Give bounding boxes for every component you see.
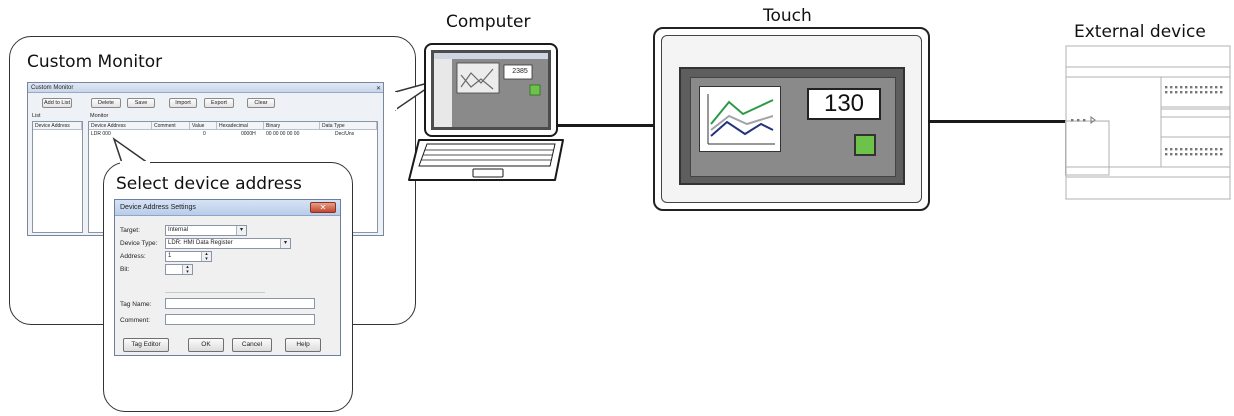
spin-arrows-icon[interactable]: ▴▾ <box>182 265 192 274</box>
bit-label: Bit: <box>120 266 130 273</box>
close-icon[interactable]: ✕ <box>310 202 336 213</box>
ok-button[interactable]: OK <box>188 338 224 352</box>
device-address-dialog-title: Device Address Settings <box>120 204 196 211</box>
bit-stepper[interactable]: ▴▾ <box>165 264 193 275</box>
column-header-device-address[interactable]: Device Address <box>89 122 152 130</box>
device-address-dialog-titlebar: Device Address Settings ✕ <box>115 200 340 216</box>
touch-value: 130 <box>823 90 865 117</box>
custom-monitor-window-title: Custom Monitor <box>31 85 74 91</box>
custom-monitor-title: Custom Monitor <box>27 52 163 72</box>
monitor-label: Monitor <box>90 113 109 119</box>
tag-editor-button[interactable]: Tag Editor <box>123 338 169 352</box>
address-stepper[interactable]: 1 ▴▾ <box>165 251 212 262</box>
target-label: Target: <box>120 227 140 234</box>
column-header-binary[interactable]: Binary <box>264 122 320 130</box>
device-type-select[interactable]: LDR: HMI Data Register ▾ <box>165 238 291 249</box>
chevron-down-icon[interactable]: ▾ <box>236 226 246 235</box>
touch-label: Touch <box>763 6 812 26</box>
tag-name-field[interactable] <box>165 298 315 309</box>
cell-data-type: Dec/Uns <box>335 131 355 137</box>
device-address-callout-pointer <box>112 137 151 165</box>
device-type-value: LDR: HMI Data Register <box>168 240 233 246</box>
add-to-list-button[interactable]: Add to List <box>42 98 72 108</box>
column-header-data-type[interactable]: Data Type <box>320 122 377 130</box>
device-address-title: Select device address <box>116 174 302 194</box>
save-button[interactable]: Save <box>127 98 155 108</box>
delete-button[interactable]: Delete <box>91 98 121 108</box>
laptop-screen-value: 2385 <box>512 68 528 75</box>
touch-value-display: 130 <box>807 88 881 120</box>
column-header-hexadecimal[interactable]: Hexadecimal <box>217 122 264 130</box>
comment-field[interactable] <box>165 314 315 325</box>
plc-icon <box>1065 45 1231 200</box>
cell-device-address: LDR 000 <box>91 131 111 137</box>
cable-touch-to-external <box>928 120 1068 123</box>
cell-binary: 00 00 00 00 00 <box>266 131 300 137</box>
device-type-label: Device Type: <box>120 240 158 247</box>
list-column-header[interactable]: Device Address <box>33 122 82 130</box>
spin-arrows-icon[interactable]: ▴▾ <box>201 252 211 261</box>
export-button[interactable]: Export <box>204 98 234 108</box>
clear-button[interactable]: Clear <box>247 98 275 108</box>
cancel-button[interactable]: Cancel <box>232 338 272 352</box>
import-button[interactable]: Import <box>169 98 197 108</box>
custom-monitor-window-titlebar: Custom Monitor ✕ <box>28 83 383 93</box>
cable-computer-to-touch <box>557 124 657 127</box>
column-header-comment[interactable]: Comment <box>152 122 190 130</box>
tag-name-label: Tag Name: <box>120 301 152 308</box>
cell-hexadecimal: 0000H <box>241 131 256 137</box>
target-select[interactable]: Internal ▾ <box>165 225 247 236</box>
touch-panel-frame <box>653 27 930 211</box>
chevron-down-icon[interactable]: ▾ <box>280 239 290 248</box>
laptop-icon <box>408 43 564 181</box>
list-label: List <box>32 113 41 119</box>
list-pane[interactable]: Device Address <box>32 121 83 233</box>
computer-label: Computer <box>446 12 531 32</box>
address-value: 1 <box>168 253 172 259</box>
column-header-value[interactable]: Value <box>190 122 217 130</box>
target-value: Internal <box>168 227 189 233</box>
address-label: Address: <box>120 253 146 260</box>
close-icon[interactable]: ✕ <box>375 86 381 92</box>
divider <box>165 292 265 293</box>
table-row[interactable]: LDR 000 0 0000H 00 00 00 00 00 Dec/Uns <box>89 131 377 139</box>
cell-value: 0 <box>203 131 206 137</box>
help-button[interactable]: Help <box>285 338 321 352</box>
external-device-label: External device <box>1074 22 1206 42</box>
touch-lamp[interactable] <box>854 134 876 156</box>
comment-label: Comment: <box>120 317 150 324</box>
device-address-dialog: Device Address Settings ✕ Target: Intern… <box>114 199 341 356</box>
trend-graph-icon <box>699 86 781 152</box>
